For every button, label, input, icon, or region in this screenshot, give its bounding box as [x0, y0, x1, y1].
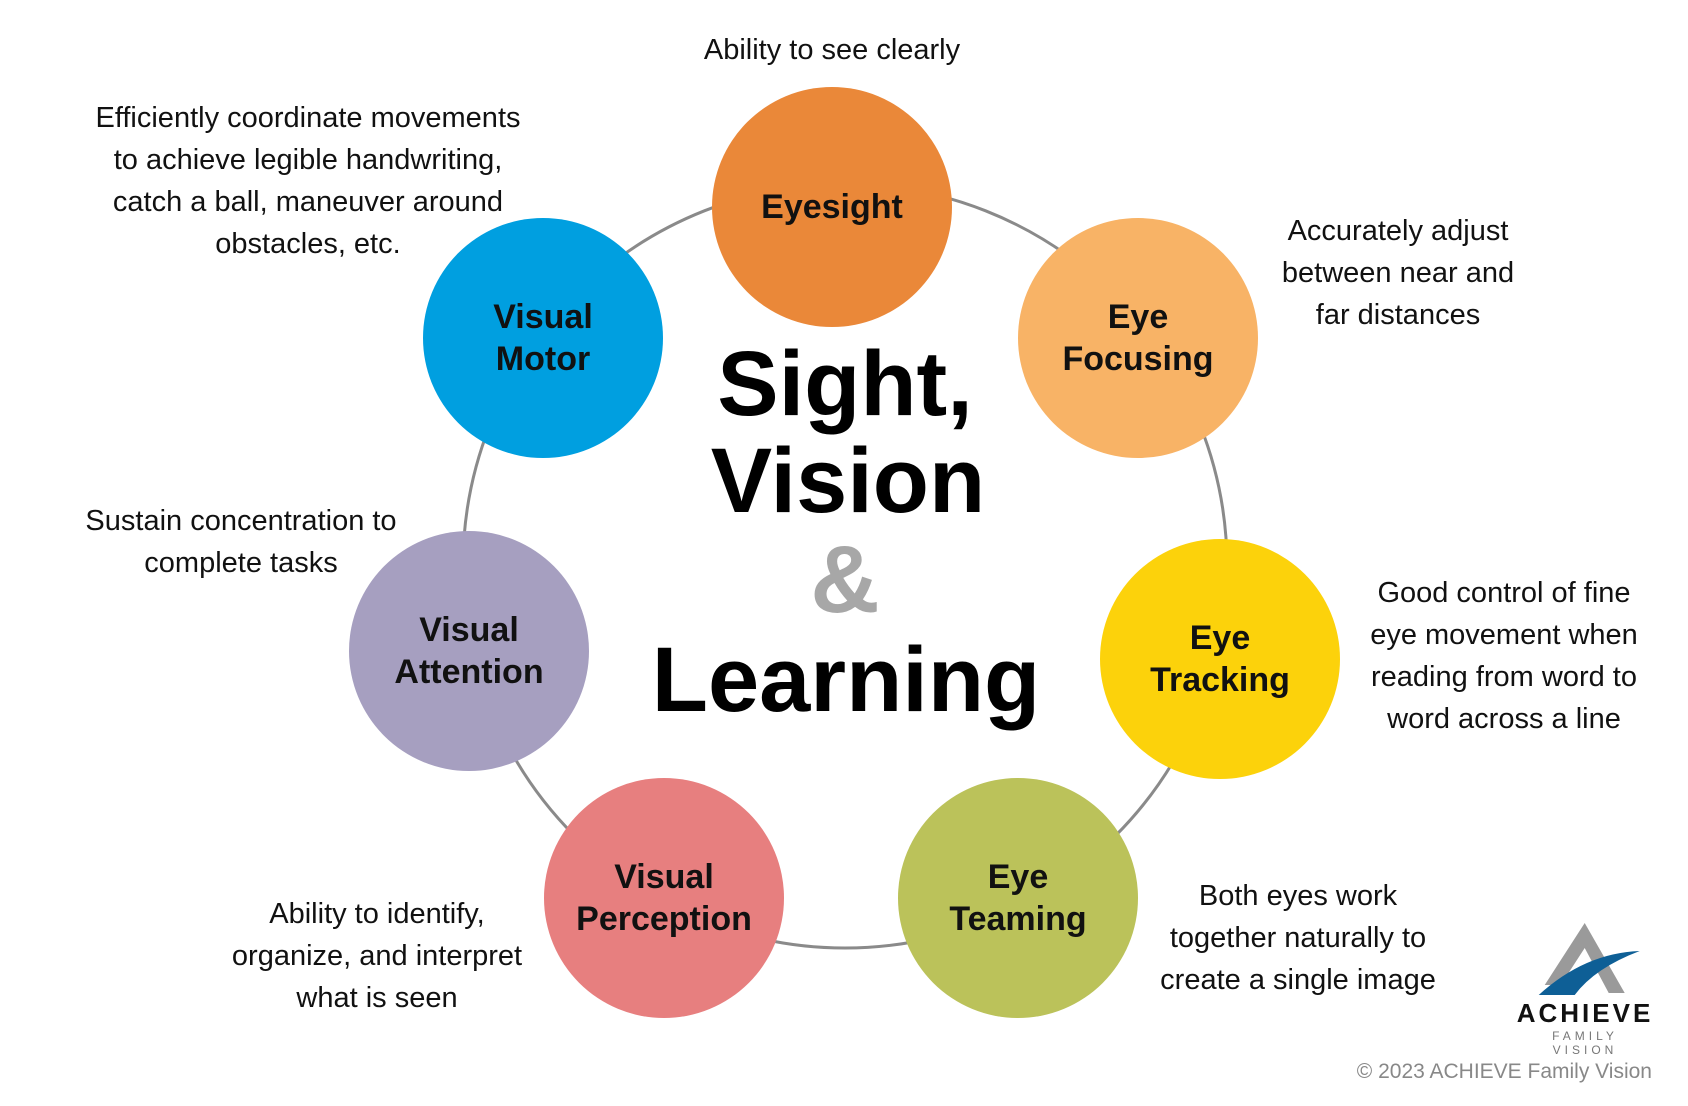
desc-visual-motor: Efficiently coordinate movements to achie…	[95, 97, 520, 265]
desc-line: create a single image	[1160, 964, 1436, 996]
label-line: Eye	[987, 858, 1049, 896]
title-line-1: Sight,	[717, 333, 973, 435]
achieve-logo: ACHIEVE FAMILY VISION	[1517, 923, 1654, 1057]
desc-line: Both eyes work	[1198, 880, 1398, 912]
label-line: Perception	[576, 900, 752, 938]
desc-eye-tracking: Good control of fine eye movement when rea…	[1370, 572, 1638, 740]
title-line-2: Vision	[710, 430, 986, 532]
copyright: © 2023 ACHIEVE Family Vision	[1356, 1060, 1652, 1083]
desc-line: organize, and interpret	[231, 940, 523, 972]
label-line: Attention	[394, 653, 544, 691]
desc-line: Accurately adjust	[1287, 215, 1509, 247]
desc-line: catch a ball, maneuver around	[112, 186, 504, 218]
desc-line: complete tasks	[144, 547, 338, 579]
desc-line: Ability to identify,	[269, 898, 485, 930]
logo-brand: ACHIEVE	[1516, 998, 1654, 1028]
desc-line: Ability to see clearly	[703, 34, 961, 66]
desc-line: Good control of fine	[1377, 577, 1631, 609]
label-line: Teaming	[949, 900, 1087, 938]
desc-visual-perception: Ability to identify, organize, and interp…	[232, 893, 522, 1019]
desc-eye-teaming: Both eyes work together naturally to creat…	[1160, 875, 1436, 1001]
desc-line: far distances	[1315, 299, 1481, 331]
achieve-a-icon	[1538, 923, 1640, 995]
title-line-3: Learning	[651, 629, 1041, 731]
desc-line: what is seen	[296, 982, 458, 1014]
desc-line: together naturally to	[1169, 922, 1427, 954]
desc-line: reading from word to	[1371, 661, 1637, 693]
desc-line: Efficiently coordinate movements	[95, 102, 521, 134]
title-ampersand: &	[810, 526, 880, 633]
desc-eye-focusing: Accurately adjust between near and far dis…	[1282, 210, 1514, 336]
desc-line: eye movement when	[1370, 619, 1638, 651]
desc-line: obstacles, etc.	[215, 228, 401, 260]
label-line: Visual	[493, 298, 593, 336]
label-line: Eye	[1189, 619, 1251, 657]
desc-line: between near and	[1281, 257, 1515, 289]
label-line: Motor	[495, 340, 591, 378]
desc-line: Sustain concentration to	[85, 505, 397, 537]
circle-label: Eyesight	[761, 186, 903, 228]
label-line: Eye	[1107, 298, 1169, 336]
desc-line: word across a line	[1387, 703, 1621, 735]
desc-line: to achieve legible handwriting,	[113, 144, 503, 176]
logo-sub: FAMILY VISION	[1552, 1029, 1618, 1057]
label-line: Tracking	[1150, 661, 1290, 699]
label-line: Visual	[614, 858, 714, 896]
label-line: Eyesight	[761, 188, 903, 226]
desc-visual-attention: Sustain concentration to complete tasks	[85, 500, 396, 584]
label-line: Visual	[419, 611, 519, 649]
label-line: Focusing	[1062, 340, 1214, 378]
desc-eyesight: Ability to see clearly	[704, 29, 960, 71]
circle-eyesight: Eyesight	[712, 87, 952, 327]
